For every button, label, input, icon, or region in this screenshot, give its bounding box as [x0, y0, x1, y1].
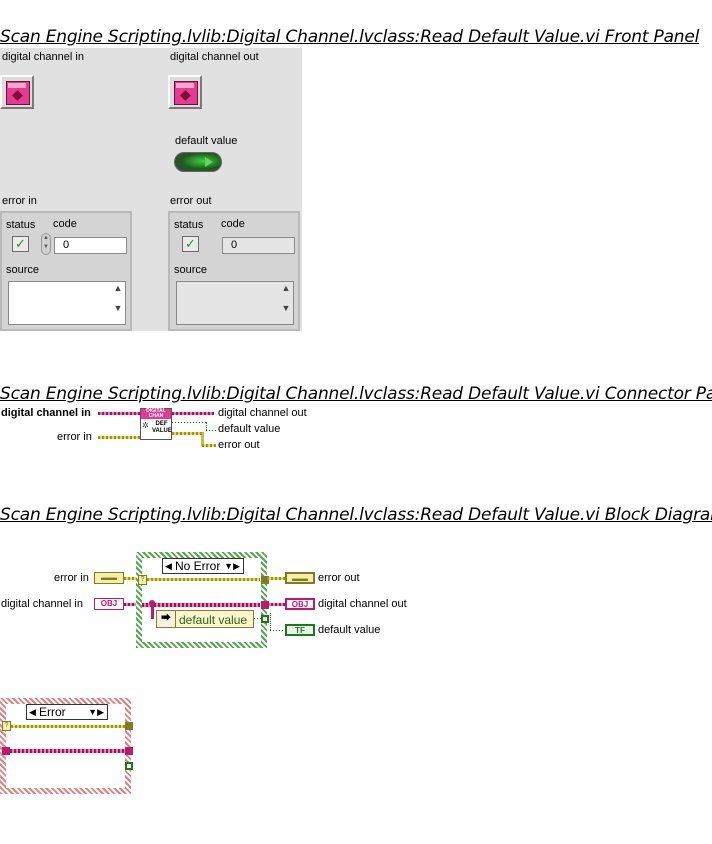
cp-wire-error-out-v — [201, 432, 204, 446]
cp-wire-error-out-h — [172, 432, 202, 435]
cp-wire-digital-channel-in — [98, 412, 140, 415]
cp-wire-default-value-h — [172, 422, 206, 423]
error-out-label: error out — [170, 195, 212, 207]
error-out-status-label: status — [174, 219, 204, 231]
error-out-source-label: source — [174, 264, 208, 276]
bd-wire-default-value-v — [270, 613, 272, 630]
bd-case-error-label: Error — [39, 705, 66, 719]
bd-property-node-label: default value — [179, 613, 248, 627]
bd-tunnel-default-value — [261, 615, 269, 623]
bd-inner-wire-default-value — [254, 618, 262, 619]
case-prev-arrow-icon[interactable]: ◀ — [29, 707, 36, 717]
default-value-led — [174, 152, 222, 172]
error-in-source-label: source — [6, 264, 40, 276]
cp-input-error-in: error in — [57, 431, 92, 443]
bd-case-error-selector-terminal: ? — [2, 721, 11, 731]
front-panel-title: Scan Engine Scripting.lvlib:Digital Chan… — [0, 27, 700, 47]
error-in-code-field[interactable]: 0 — [54, 237, 127, 254]
bd-case-no-error[interactable]: ◀ No Error ▼▶ ? ⮕ default value — [136, 552, 269, 648]
error-in-source-field[interactable]: ▲▼ — [8, 281, 126, 325]
digital-channel-out-indicator — [168, 75, 202, 109]
bd-digital-channel-out-label: digital channel out — [318, 598, 407, 610]
error-out-code-label: code — [221, 218, 245, 230]
error-out-code-field: 0 — [222, 237, 295, 254]
bd-tunnel-channel-out — [261, 601, 269, 609]
bd-digital-channel-in-terminal[interactable]: OBJ — [94, 598, 124, 610]
cp-output-digital-channel-out: digital channel out — [218, 407, 307, 419]
error-in-code-increment[interactable]: ▲▼ — [41, 233, 51, 255]
bd-case-error[interactable]: ◀ Error ▼▶ ? — [0, 698, 133, 794]
property-node-arrow-icon: ⮕ — [157, 611, 176, 627]
case-dropdown-arrow-icon[interactable]: ▼▶ — [224, 561, 240, 571]
cp-output-error-out: error out — [218, 439, 260, 451]
bd-case-no-error-label: No Error — [175, 559, 221, 573]
cp-wire-error-in — [98, 436, 140, 439]
bd-digital-channel-in-label: digital channel in — [1, 598, 83, 610]
case-prev-arrow-icon[interactable]: ◀ — [165, 561, 172, 571]
bd-property-node[interactable]: ⮕ default value — [156, 610, 254, 628]
bd-error-in-label: error in — [54, 572, 89, 584]
bd-error-out-terminal[interactable]: ▬▬ — [285, 572, 315, 584]
bd-inner-wire-channel — [142, 603, 260, 607]
bd-digital-channel-out-terminal[interactable]: OBJ — [285, 598, 315, 610]
error-in-status-checkbox[interactable]: ✓ — [12, 236, 29, 252]
cp-vi-icon: DIGITAL CHAN ✲ DEF VALUE — [140, 408, 172, 440]
cp-wire-default-value-v — [206, 422, 208, 430]
bd-inner-wire-error — [147, 578, 260, 581]
bd-error-case-tunnel-default — [125, 762, 133, 770]
bd-default-value-terminal[interactable]: TF — [285, 624, 315, 636]
connector-pane-title: Scan Engine Scripting.lvlib:Digital Chan… — [0, 384, 712, 404]
channel-cube-icon — [180, 90, 191, 101]
digital-channel-out-label: digital channel out — [170, 51, 259, 63]
cp-wire-digital-channel-out — [172, 412, 214, 415]
bd-error-in-terminal[interactable]: ▬▬ — [94, 572, 124, 584]
error-out-source-scrollbar[interactable]: ▲▼ — [281, 283, 291, 313]
bd-inner-wire-channel-branch — [151, 603, 154, 619]
error-out-cluster: status code ✓ 0 source ▲▼ — [168, 211, 300, 331]
error-in-code-label: code — [53, 218, 77, 230]
error-out-status-checkbox: ✓ — [182, 236, 199, 252]
error-in-status-label: status — [6, 219, 36, 231]
digital-channel-in-label: digital channel in — [2, 51, 84, 63]
bd-wire-junction-dot — [149, 600, 155, 606]
digital-channel-in-control[interactable] — [0, 75, 34, 109]
bd-case-selector-terminal: ? — [138, 575, 147, 585]
cp-wire-error-out-end — [202, 444, 216, 447]
bd-error-case-wire-error — [11, 725, 125, 728]
channel-cube-icon — [12, 90, 23, 101]
bd-tunnel-error-out — [261, 576, 269, 584]
cp-wire-default-value-end — [206, 430, 216, 431]
bd-wire-default-value-h — [270, 630, 285, 631]
front-panel: digital channel in digital channel out d… — [0, 48, 302, 331]
bd-wire-error-out — [267, 577, 285, 580]
cp-input-digital-channel-in: digital channel in — [1, 407, 91, 419]
bd-wire-channel-out — [267, 603, 285, 606]
cp-icon-wrench-icon: ✲ — [142, 421, 149, 430]
cp-icon-label: DEF VALUE — [152, 421, 172, 434]
bd-default-value-label: default value — [318, 624, 381, 636]
bd-wire-error-in — [124, 577, 137, 580]
case-dropdown-arrow-icon[interactable]: ▼▶ — [88, 707, 104, 717]
error-in-label: error in — [2, 195, 37, 207]
error-out-source-field: ▲▼ — [176, 281, 294, 325]
bd-error-case-tunnel-channel-in — [2, 747, 10, 755]
bd-case-no-error-selector[interactable]: ◀ No Error ▼▶ — [162, 558, 244, 574]
bd-wire-channel-in — [124, 603, 137, 606]
bd-error-out-label: error out — [318, 572, 360, 584]
error-in-cluster: status code ✓ ▲▼ 0 source ▲▼ — [0, 211, 132, 331]
cp-output-default-value: default value — [218, 423, 281, 435]
default-value-label: default value — [175, 135, 238, 147]
error-in-source-scrollbar[interactable]: ▲▼ — [113, 283, 123, 313]
bd-error-case-tunnel-channel — [125, 747, 133, 755]
bd-error-case-wire-channel — [6, 749, 125, 753]
bd-case-error-selector[interactable]: ◀ Error ▼▶ — [26, 704, 108, 720]
block-diagram-title: Scan Engine Scripting.lvlib:Digital Chan… — [0, 505, 712, 525]
cp-icon-header: DIGITAL CHAN — [141, 409, 171, 419]
bd-error-case-tunnel-error — [125, 722, 133, 730]
